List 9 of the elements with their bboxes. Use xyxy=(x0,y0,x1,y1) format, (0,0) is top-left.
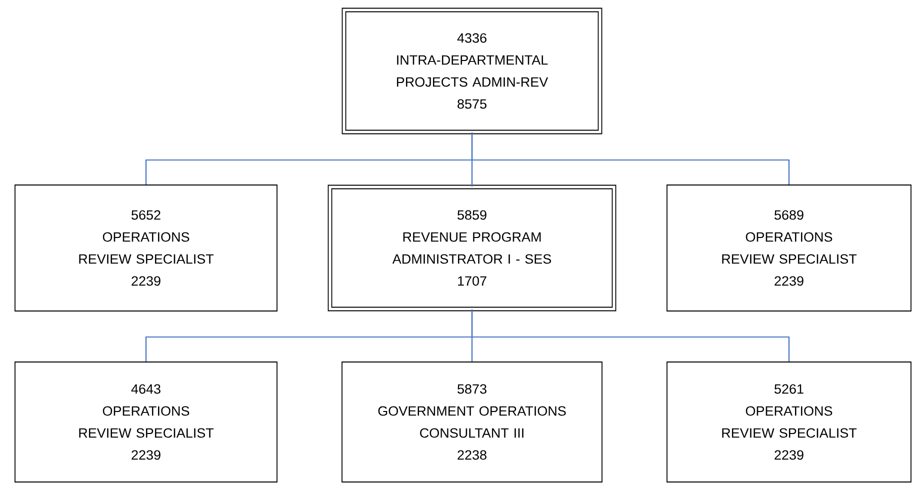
position-box: 5873 GOVERNMENT OPERATIONS CONSULTANT III 2238 xyxy=(342,362,602,482)
connector-line xyxy=(471,309,790,362)
position-box: 5859 REVENUE PROGRAM ADMINISTRATOR I - SES 1707 xyxy=(328,184,616,312)
position-box: 5689 OPERATIONS REVIEW SPECIALIST 2239 xyxy=(666,184,912,312)
position-box: 4336 INTRA-DEPARTMENTAL PROJECTS ADMIN-REV 8575 xyxy=(342,8,602,134)
position-box: 5261 OPERATIONS REVIEW SPECIALIST 2239 xyxy=(666,362,912,482)
position-box: 4643 OPERATIONS REVIEW SPECIALIST 2239 xyxy=(14,362,278,482)
connector-line xyxy=(471,132,790,185)
position-box: 5652 OPERATIONS REVIEW SPECIALIST 2239 xyxy=(14,184,278,312)
